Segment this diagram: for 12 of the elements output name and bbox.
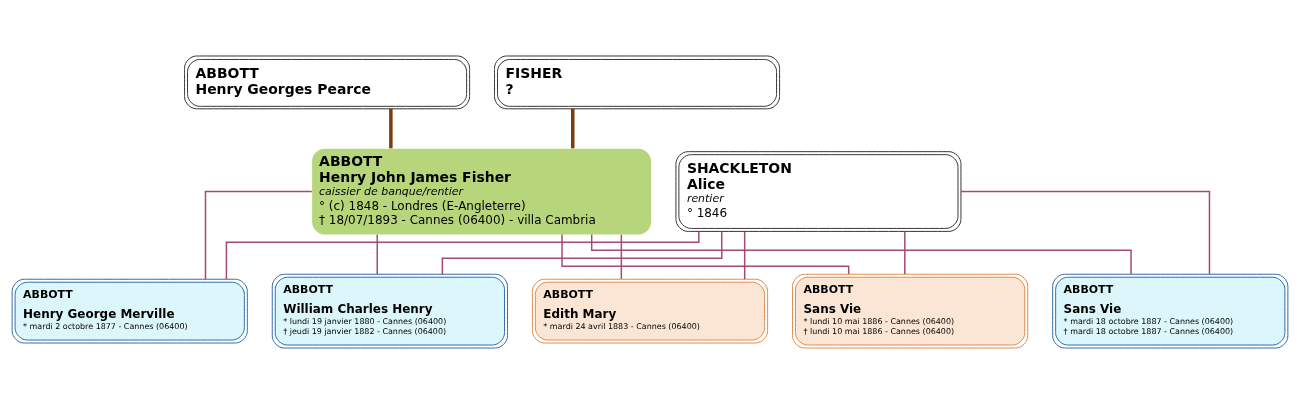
connector: [376, 233, 378, 275]
connector: [904, 230, 906, 275]
node-box: ABBOTT Henry John James Fisher caissier de banque/rentier ° (c) 1848 - Londres (E-Angleterre) † 18/07/1893 - Cannes (06400) - villa Cambria: [312, 148, 651, 234]
connector: [571, 108, 575, 148]
connector: [225, 230, 700, 280]
connector: [590, 233, 1132, 275]
connector: [620, 233, 623, 280]
connector: [743, 230, 746, 280]
connector: [389, 108, 393, 148]
connector: [561, 233, 850, 275]
connector: [960, 190, 1211, 275]
connector: [204, 190, 313, 280]
